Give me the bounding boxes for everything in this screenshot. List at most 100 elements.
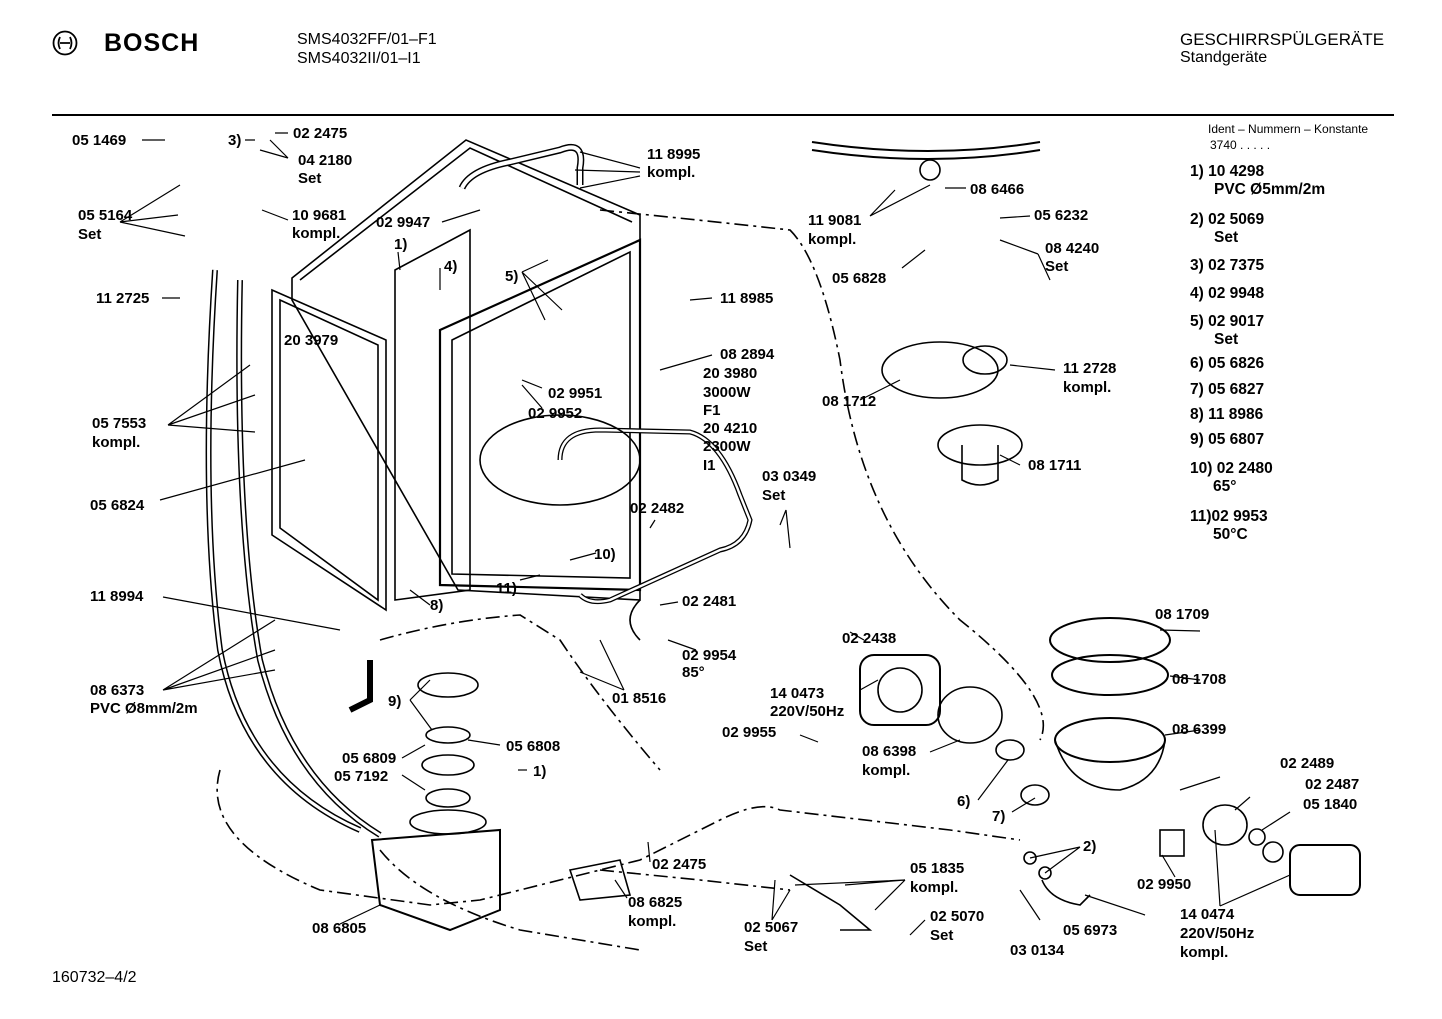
label-callout-5: 5) (505, 268, 519, 285)
label-05-7192: 05 7192 (334, 768, 389, 785)
label-i1: I1 (703, 457, 716, 474)
label-02-2475-top: 02 2475 (293, 125, 348, 142)
water-diverter (789, 874, 873, 931)
label-pvc-8mm: PVC Ø8mm/2m (90, 700, 198, 717)
label-callout-2: 2) (1083, 838, 1097, 855)
circulation-motor (859, 654, 941, 726)
label-05-7553-kompl: kompl. (92, 434, 141, 451)
legend-entry-detail: 65° (1213, 478, 1237, 495)
label-11-8985: 11 8985 (720, 290, 774, 307)
label-08-6825: 08 6825 (628, 894, 683, 911)
ident-value: 3740 . . . . . (1210, 138, 1271, 152)
sump-pump-body (370, 828, 501, 932)
legend-entry-detail: Set (1214, 229, 1239, 246)
label-11-8995: 11 8995 (647, 146, 701, 163)
label-02-5070: 02 5070 (930, 908, 985, 925)
label-08-6805: 08 6805 (312, 920, 367, 937)
label-02-2489: 02 2489 (1280, 755, 1335, 772)
label-callout-6: 6) (957, 793, 971, 810)
label-01-8516: 01 8516 (612, 690, 667, 707)
label-11-8995-kompl: kompl. (647, 164, 696, 181)
label-02-9955: 02 9955 (722, 724, 777, 741)
ident-title: Ident – Nummern – Konstante (1208, 122, 1369, 136)
label-08-6825-kompl: kompl. (628, 913, 677, 930)
label-10-9681: 10 9681 (292, 207, 347, 224)
legend-entry: 7) 05 6827 (1190, 381, 1265, 398)
label-02-5067-set: Set (744, 938, 768, 955)
filter-cap (417, 672, 479, 698)
label-callout-9: 9) (388, 693, 402, 710)
legend-entry: 9) 05 6807 (1190, 431, 1265, 448)
label-14-0474-kompl: kompl. (1180, 944, 1229, 961)
label-callout-4: 4) (444, 258, 458, 275)
legend-entry: 6) 05 6826 (1190, 355, 1265, 372)
coarse-filter (937, 424, 1023, 466)
label-08-6398-kompl: kompl. (862, 762, 911, 779)
label-callout-1-top: 1) (394, 236, 408, 253)
label-05-1835: 05 1835 (910, 860, 965, 877)
label-11-2728-kompl: kompl. (1063, 379, 1112, 396)
legend-entry: 4) 02 9948 (1190, 285, 1265, 302)
label-02-9950: 02 9950 (1137, 876, 1192, 893)
label-callout-11: 11) (496, 580, 517, 597)
label-220v-motor: 220V/50Hz (770, 703, 845, 720)
label-08-6398: 08 6398 (862, 743, 917, 760)
water-inlet-valve (568, 859, 632, 901)
label-05-7553: 05 7553 (92, 415, 147, 432)
label-05-6232: 05 6232 (1034, 207, 1089, 224)
legend-entry: 8) 11 8986 (1190, 406, 1264, 423)
label-14-0473: 14 0473 (770, 685, 825, 702)
label-3000w: 3000W (703, 384, 751, 401)
legend-entry: 1) 10 4298 (1190, 163, 1265, 180)
label-03-0349: 03 0349 (762, 468, 817, 485)
label-04-2180: 04 2180 (298, 152, 353, 169)
legend-entry-detail: PVC Ø5mm/2m (1214, 181, 1326, 198)
base-dashed-outline (216, 769, 1021, 906)
model-number-1: SMS4032FF/01–F1 (297, 31, 437, 48)
label-f1: F1 (703, 402, 721, 419)
label-11-8994: 11 8994 (90, 588, 144, 605)
label-04-2180-set: Set (298, 170, 322, 187)
drain-hose (348, 660, 373, 713)
label-10-9681-kompl: kompl. (292, 225, 341, 242)
label-02-9947: 02 9947 (376, 214, 431, 231)
label-02-9951: 02 9951 (548, 385, 603, 402)
label-08-6399: 08 6399 (1172, 721, 1227, 738)
label-callout-10: 10) (594, 546, 616, 563)
label-02-2475-bottom: 02 2475 (652, 856, 707, 873)
bosch-logo-icon (52, 30, 78, 61)
label-08-6373: 08 6373 (90, 682, 145, 699)
label-05-6828: 05 6828 (832, 270, 887, 287)
label-2300w: 2300W (703, 438, 751, 455)
label-05-1840: 05 1840 (1303, 796, 1358, 813)
label-02-2438: 02 2438 (842, 630, 897, 647)
sump-cup (1054, 717, 1166, 763)
label-05-1469: 05 1469 (72, 132, 127, 149)
label-02-2482: 02 2482 (630, 500, 685, 517)
lower-spray-arm (811, 141, 1041, 160)
label-14-0474: 14 0474 (1180, 906, 1235, 923)
label-03-0349-set: Set (762, 487, 786, 504)
drain-elbow (1041, 879, 1091, 906)
label-02-2487: 02 2487 (1305, 776, 1360, 793)
label-02-9952: 02 9952 (528, 405, 583, 422)
label-08-4240-set: Set (1045, 258, 1069, 275)
label-callout-1-bottom: 1) (533, 763, 547, 780)
label-20-4210: 20 4210 (703, 420, 758, 437)
brand-name: BOSCH (104, 29, 200, 57)
model-number-2: SMS4032II/01–I1 (297, 50, 421, 67)
header-rule (52, 114, 1394, 116)
label-11-2728: 11 2728 (1063, 360, 1117, 377)
drain-pump (1289, 844, 1361, 896)
label-05-6824: 05 6824 (90, 497, 145, 514)
legend-entry-detail: Set (1214, 331, 1239, 348)
filter-plate (881, 341, 999, 399)
tub-bottom (479, 414, 641, 506)
label-callout-3: 3) (228, 132, 242, 149)
heater-ring-top (1049, 617, 1171, 663)
label-11-2725: 11 2725 (96, 290, 150, 307)
label-02-2481: 02 2481 (682, 593, 737, 610)
label-11-9081: 11 9081 (808, 212, 862, 229)
pump-housing (937, 686, 1003, 744)
